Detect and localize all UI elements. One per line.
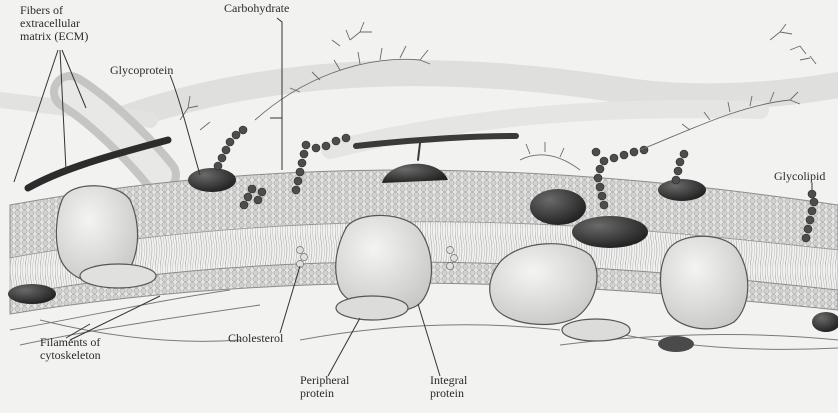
label-glycoprotein: Glycoprotein <box>110 64 173 77</box>
glyco-chain-5 <box>672 150 688 184</box>
label-fibers-ecm: Fibers of extracellular matrix (ECM) <box>20 4 88 43</box>
label-peripheral-protein: Peripheral protein <box>300 374 349 400</box>
label-carbohydrate: Carbohydrate <box>224 2 289 15</box>
label-integral-protein: Integral protein <box>430 374 467 400</box>
label-filaments-cytoskeleton: Filaments of cytoskeleton <box>40 336 101 362</box>
label-glycolipid: Glycolipid <box>774 170 825 183</box>
glyco-chain-1 <box>214 126 247 170</box>
label-cholesterol: Cholesterol <box>228 332 283 345</box>
